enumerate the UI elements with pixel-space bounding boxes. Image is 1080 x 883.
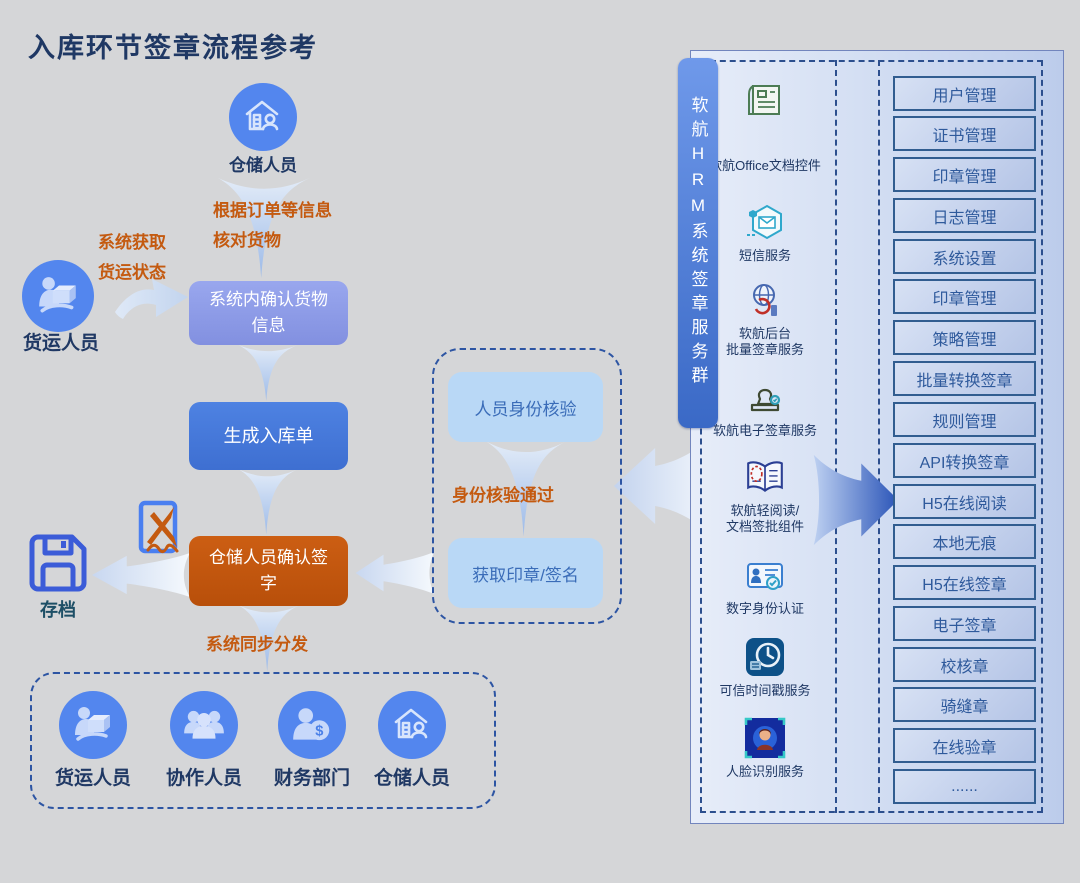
distribute-note: 系统同步分发: [206, 635, 308, 654]
page-title: 入库环节签章流程参考: [28, 33, 318, 63]
arrow-left-seal-icon: [355, 551, 435, 595]
service-sms: 短信服务: [700, 203, 830, 264]
trusted-timestamp-icon: [746, 638, 784, 676]
identity-pass-note: 身份核验通过: [452, 486, 554, 505]
archive-floppy-icon: [29, 534, 87, 592]
arrow-right-freight-icon: [115, 279, 188, 319]
globe-backend-icon: [753, 284, 777, 316]
panel-button-h5-read[interactable]: H5在线阅读: [893, 484, 1036, 519]
verify-group-box: [432, 348, 622, 624]
service-label: 软航电子签章服务: [712, 423, 817, 438]
service-timestamp: 可信时间戳服务: [700, 636, 830, 699]
panel-divider: [835, 60, 837, 813]
freight-icon: [75, 707, 110, 741]
service-label: 软航轻阅读/ 文档签批组件: [725, 503, 804, 534]
check-goods-note: 根据订单等信息 核对货物: [213, 196, 332, 256]
panel-button-seal-mgmt[interactable]: 印章管理: [893, 157, 1036, 192]
panel-button-rule-mgmt[interactable]: 规则管理: [893, 402, 1036, 437]
identity-check-box: 人员身份核验: [448, 372, 603, 442]
panel-button-cert-mgmt[interactable]: 证书管理: [893, 116, 1036, 151]
id-card-check-icon: [747, 563, 783, 590]
service-office-doc: 软航Office文档控件: [700, 80, 830, 174]
warehouse-icon: [394, 708, 428, 739]
check-goods-line1: 根据订单等信息: [213, 201, 332, 220]
recipient-freight-node: [59, 691, 127, 759]
arrow-down-icon: [238, 345, 298, 401]
person-dollar-icon: $: [293, 708, 330, 741]
arrow-down-distribute-icon: [238, 605, 300, 672]
buttons-divider: [878, 60, 880, 813]
check-goods-line2: 核对货物: [213, 231, 281, 250]
service-panel-dashed-frame: [700, 60, 1043, 813]
panel-button-h5-sign[interactable]: H5在线签章: [893, 565, 1036, 600]
recipient-collab-node: [170, 691, 238, 759]
recipient-finance-label: 财务部门: [273, 768, 350, 789]
generate-receipt-box: 生成入库单: [189, 402, 348, 470]
panel-button-local-traceless[interactable]: 本地无痕: [893, 524, 1036, 559]
service-label: 软航Office文档控件: [709, 158, 821, 173]
freight-icon: [39, 277, 76, 313]
panel-title-text: 软航HRM系统签章服务群: [688, 96, 708, 390]
panel-button-sys-settings[interactable]: 系统设置: [893, 239, 1036, 274]
panel-button-seal-mgmt-2[interactable]: 印章管理: [893, 279, 1036, 314]
recipient-collab-label: 协作人员: [165, 768, 242, 789]
service-label: 可信时间戳服务: [719, 683, 811, 698]
panel-button-online-verify[interactable]: 在线验章: [893, 728, 1036, 763]
recipient-warehouse-node: [378, 691, 446, 759]
warehouse-person-label: 仓储人员: [229, 156, 297, 175]
panel-button-check-seal[interactable]: 校核章: [893, 647, 1036, 682]
service-label: 数字身份认证: [725, 601, 804, 616]
panel-button-api-convert[interactable]: API转换签章: [893, 443, 1036, 478]
freight-status-line2: 货运状态: [98, 263, 166, 282]
panel-button-more[interactable]: ......: [893, 769, 1036, 804]
panel-button-user-mgmt[interactable]: 用户管理: [893, 76, 1036, 111]
panel-button-paging-seal[interactable]: 骑缝章: [893, 687, 1036, 722]
confirm-goods-box: 系统内确认货物信息: [189, 281, 348, 345]
service-eseal: 软航电子签章服务: [700, 378, 830, 439]
arrow-left-panel-icon: [613, 439, 709, 533]
panel-button-log-mgmt[interactable]: 日志管理: [893, 198, 1036, 233]
get-seal-box: 获取印章/签名: [448, 538, 603, 608]
open-book-icon: [747, 461, 783, 492]
freight-person-node: [22, 260, 94, 332]
panel-title-bar: 软航HRM系统签章服务群: [678, 58, 718, 428]
freight-person-label: 货运人员: [22, 333, 99, 354]
recipient-freight-label: 货运人员: [54, 768, 131, 789]
archive-label: 存档: [40, 600, 76, 620]
service-label: 软航后台 批量签章服务: [725, 326, 804, 357]
panel-button-batch-convert[interactable]: 批量转换签章: [893, 361, 1036, 396]
arrow-down-verify-icon: [486, 441, 566, 537]
confirm-sign-box: 仓储人员确认签字: [189, 536, 348, 606]
service-backend-batch: 软航后台 批量签章服务: [700, 282, 830, 358]
people-group-icon: [184, 710, 224, 739]
arrow-down-warehouse-icon: [217, 177, 311, 279]
svg-text:$: $: [315, 723, 323, 739]
recipient-warehouse-label: 仓储人员: [373, 768, 450, 789]
recipient-finance-node: $: [278, 691, 346, 759]
service-label: 人脸识别服务: [725, 764, 804, 779]
panel-button-e-seal[interactable]: 电子签章: [893, 606, 1036, 641]
face-recognition-icon: [744, 717, 786, 759]
panel-button-policy-mgmt[interactable]: 策略管理: [893, 320, 1036, 355]
warehouse-person-node: [229, 83, 297, 151]
arrow-left-archive-icon: [92, 552, 190, 598]
warehouse-icon: [245, 100, 279, 131]
service-face-recognition: 人脸识别服务: [700, 716, 830, 780]
recipients-group-box: [30, 672, 496, 809]
service-light-read: 软航轻阅读/ 文档签批组件: [700, 458, 830, 535]
stamp-icon: [750, 388, 781, 412]
service-label: 短信服务: [738, 248, 791, 263]
sign-document-icon: [138, 500, 179, 554]
freight-status-line1: 系统获取: [98, 233, 166, 252]
service-digital-id: 数字身份认证: [700, 556, 830, 617]
arrow-down-icon: [238, 469, 298, 535]
freight-status-note: 系统获取 货运状态: [98, 228, 166, 288]
office-document-icon: [748, 85, 780, 115]
arrow-right-services-icon: [813, 454, 899, 546]
sms-hexagon-icon: [747, 204, 782, 240]
